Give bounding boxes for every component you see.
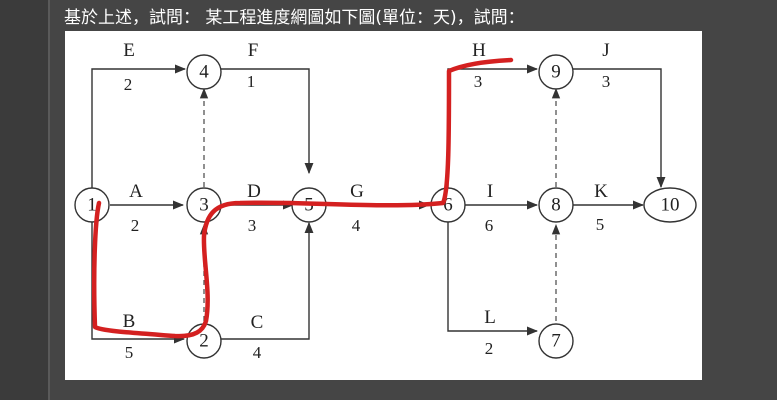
edge-I-label: I — [487, 181, 493, 202]
node-1-circle — [74, 187, 110, 223]
node-10-circle — [643, 187, 697, 223]
edge-B-label: B — [123, 311, 136, 332]
node-10-label: 10 — [661, 195, 680, 216]
node-7-label: 7 — [551, 331, 561, 352]
edge-K-label: K — [594, 181, 608, 202]
node-4-label: 4 — [199, 62, 209, 83]
edge-B-duration: 5 — [125, 343, 134, 362]
edge-F-label: F — [248, 40, 259, 61]
edge-F-duration: 1 — [247, 72, 256, 91]
window-left-border — [48, 0, 50, 400]
edge-L-label: L — [484, 307, 496, 328]
edge-I-duration: 6 — [485, 216, 494, 235]
edge-E-label: E — [123, 40, 135, 61]
edge-K-duration: 5 — [596, 215, 605, 234]
node-9-label: 9 — [551, 62, 561, 83]
edge-E-duration: 2 — [124, 75, 133, 94]
edge-D-duration: 3 — [248, 216, 257, 235]
edge-J-line — [573, 68, 666, 189]
edge-J-duration: 3 — [602, 72, 611, 91]
critical-path-highlight — [91, 57, 514, 339]
edge-C-duration: 4 — [253, 343, 262, 362]
edge-H-label: H — [472, 40, 486, 61]
network-diagram: 1 2 3 4 5 6 7 8 9 10 E F A D G B C H J I… — [74, 40, 697, 362]
edge-C-label: C — [251, 312, 264, 333]
network-diagram-figure: 1 2 3 4 5 6 7 8 9 10 E F A D G B C H J I… — [65, 31, 702, 380]
edge-G-duration: 4 — [352, 216, 361, 235]
edge-H-duration: 3 — [474, 72, 483, 91]
node-6-label: 6 — [443, 195, 453, 216]
node-3-label: 3 — [199, 195, 209, 216]
node-1-label: 1 — [87, 195, 97, 216]
node-8-label: 8 — [551, 195, 561, 216]
node-8-circle — [538, 187, 574, 223]
edge-C-line — [220, 221, 314, 340]
edge-B-line — [91, 221, 186, 344]
node-9-circle — [538, 54, 574, 90]
edge-H-line — [447, 64, 539, 191]
node-4-circle — [186, 54, 222, 90]
edge-G-label: G — [350, 181, 364, 202]
edge-E-line — [91, 64, 187, 191]
node-7-circle — [538, 323, 574, 359]
edge-L-line — [447, 221, 539, 336]
edge-L-duration: 2 — [485, 339, 494, 358]
edge-A-duration: 2 — [131, 216, 140, 235]
node-2-label: 2 — [199, 331, 209, 352]
edge-J-label: J — [602, 40, 609, 61]
edge-F-line — [220, 68, 314, 175]
question-text: 基於上述，試問： 某工程進度網圖如下圖(單位：天)，試問： — [64, 8, 525, 28]
edge-A-label: A — [129, 181, 143, 202]
edge-D-label: D — [247, 181, 261, 202]
